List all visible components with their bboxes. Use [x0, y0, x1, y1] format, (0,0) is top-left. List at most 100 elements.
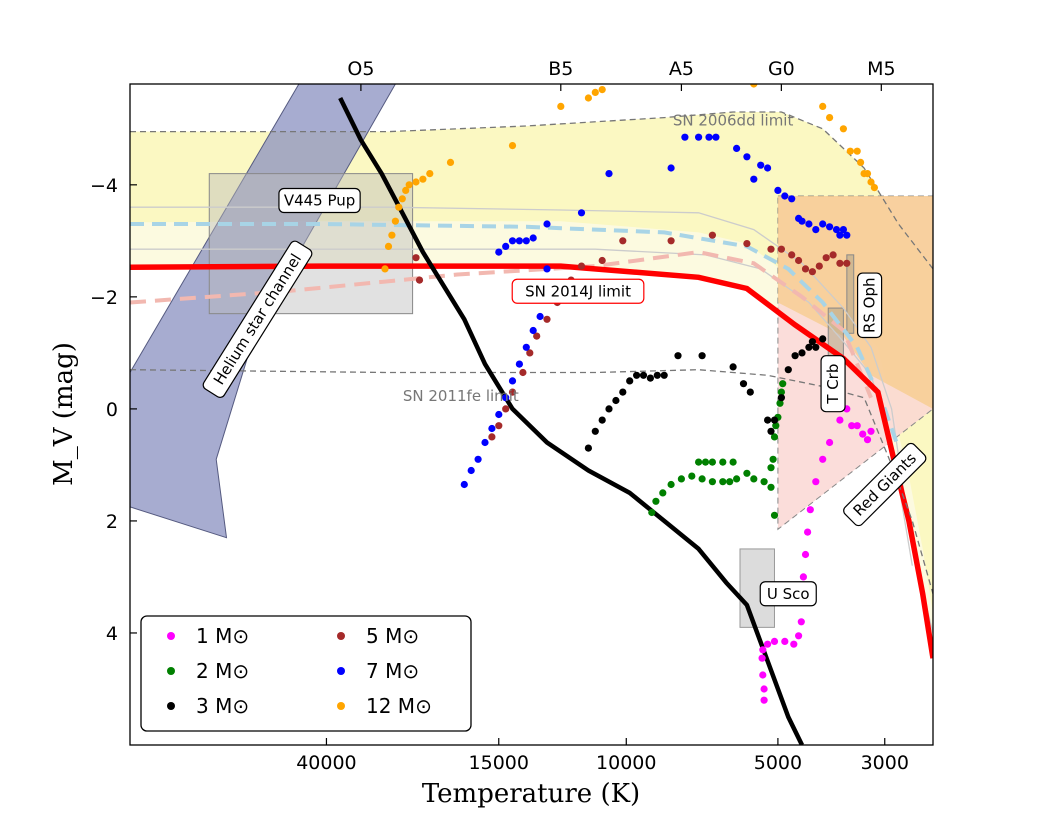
series-4	[412, 231, 851, 441]
legend-marker	[167, 632, 175, 640]
legend-marker	[337, 702, 345, 710]
data-point	[804, 528, 812, 536]
spectral-tick-label: G0	[768, 58, 795, 80]
data-point	[508, 388, 517, 396]
data-point	[795, 632, 803, 640]
data-point	[598, 416, 606, 424]
data-point	[843, 259, 851, 267]
legend-label: 3 M⊙	[196, 694, 249, 718]
data-point	[543, 220, 551, 228]
data-point	[829, 251, 837, 259]
data-point	[674, 352, 682, 360]
data-point	[639, 371, 648, 379]
data-point	[819, 102, 827, 110]
sn2014j-limit-label-box	[511, 278, 645, 304]
v445-pup-label-group: V445 Pup	[278, 187, 361, 214]
data-point	[863, 436, 872, 444]
data-point	[867, 427, 875, 435]
data-point	[508, 237, 517, 245]
data-point	[677, 475, 686, 483]
data-point	[848, 422, 856, 430]
data-point	[659, 489, 667, 497]
data-point	[681, 133, 689, 141]
data-point	[746, 388, 754, 396]
sn2014j-limit-label-group: SN 2014J limit	[511, 278, 645, 304]
data-point	[708, 478, 717, 486]
data-point	[412, 254, 420, 262]
main-sequence-line	[338, 97, 805, 745]
data-point	[598, 256, 606, 265]
spectral-tick-label: M5	[867, 58, 895, 80]
data-point	[867, 178, 875, 186]
data-point	[708, 458, 717, 466]
data-point	[859, 430, 867, 438]
u-sco-label-group: U Sco	[759, 581, 817, 607]
data-point	[557, 102, 565, 110]
data-point	[598, 86, 606, 94]
sn2014j-limit-label: SN 2014J limit	[525, 282, 631, 300]
data-point	[790, 640, 798, 648]
data-point	[759, 671, 767, 679]
data-point	[757, 161, 765, 169]
data-point	[695, 133, 703, 141]
legend-marker	[167, 667, 175, 675]
data-point	[533, 332, 541, 340]
data-point	[795, 256, 803, 265]
data-point	[808, 338, 817, 346]
data-point	[426, 170, 434, 178]
data-point	[419, 175, 427, 183]
data-point	[819, 335, 827, 343]
data-point	[776, 399, 784, 407]
data-point	[733, 475, 741, 483]
data-point	[797, 618, 805, 626]
data-point	[750, 84, 758, 88]
data-point	[815, 262, 823, 270]
data-point	[705, 133, 713, 141]
data-point	[460, 480, 468, 489]
data-point	[819, 220, 827, 228]
data-point	[739, 380, 748, 388]
data-point	[764, 640, 772, 648]
x-tick-label: 15000	[469, 752, 529, 774]
data-point	[808, 268, 817, 276]
data-point	[764, 164, 772, 172]
data-point	[577, 209, 586, 217]
data-point	[798, 217, 806, 225]
data-point	[543, 265, 551, 273]
data-point	[758, 654, 766, 662]
data-point	[515, 237, 524, 245]
data-point	[777, 388, 786, 396]
legend-marker	[337, 632, 345, 640]
data-point	[384, 242, 393, 250]
data-point	[760, 478, 768, 486]
y-tick-label: 4	[106, 623, 118, 645]
data-point	[633, 371, 641, 379]
data-point	[522, 237, 530, 245]
data-point	[667, 480, 675, 489]
data-point	[832, 226, 841, 234]
data-point	[646, 374, 655, 382]
data-point	[826, 114, 834, 122]
data-point	[791, 352, 799, 360]
series-5	[460, 133, 851, 489]
data-point	[591, 427, 599, 435]
data-point	[784, 366, 792, 374]
data-point	[812, 343, 820, 351]
data-point	[381, 265, 389, 273]
data-point	[805, 343, 813, 351]
data-point	[777, 245, 786, 253]
data-point	[391, 217, 399, 225]
legend-box	[140, 615, 472, 732]
data-point	[522, 343, 530, 351]
data-point	[846, 147, 854, 155]
data-point	[712, 133, 720, 141]
data-point	[591, 88, 599, 96]
data-point	[767, 427, 775, 435]
u-sco-label: U Sco	[767, 585, 810, 603]
data-point	[760, 685, 768, 693]
data-point	[801, 265, 810, 273]
data-point	[781, 192, 789, 200]
data-point	[870, 184, 879, 192]
t-crb-label: T Crb	[824, 364, 842, 405]
data-point	[836, 259, 844, 267]
